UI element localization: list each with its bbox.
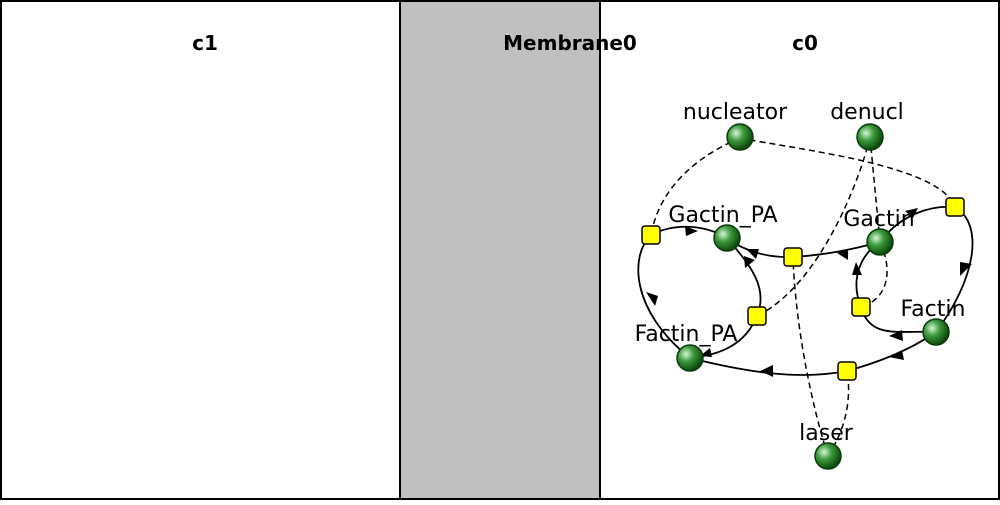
modifier-laser-to-r3: [792, 256, 829, 457]
arrowhead-factin-r6: [889, 350, 904, 360]
arrowhead-r4-gactin: [852, 262, 862, 275]
label-gactin-pa: Gactin_PA: [668, 203, 777, 228]
reaction-node-r2[interactable]: [747, 306, 767, 326]
arrowhead-r6-factin-pa: [760, 365, 773, 377]
species-node-nucleator[interactable]: [726, 123, 754, 151]
compartment-c1: [0, 0, 401, 500]
reaction-node-r4[interactable]: [851, 297, 871, 317]
label-laser: laser: [799, 421, 854, 446]
compartment-membrane: [399, 0, 601, 500]
modifier-nucleator-to-r1: [650, 137, 741, 236]
label-nucleator: nucleator: [683, 100, 788, 125]
reaction-node-r6[interactable]: [837, 361, 857, 381]
species-node-laser[interactable]: [814, 442, 842, 470]
reaction-nodes: [641, 197, 965, 381]
arrowhead-r2-gactin-pa: [744, 256, 755, 268]
modifier-denucl-to-gactin: [869, 136, 881, 243]
arrowhead-r1-gactin-pa: [685, 226, 698, 236]
species-nodes: [676, 123, 950, 470]
label-gactin: Gactin: [843, 207, 914, 232]
reaction-node-r1[interactable]: [641, 225, 661, 245]
label-factin: Factin: [901, 297, 966, 322]
arrowhead-r5-factin: [960, 262, 972, 276]
modifier-denucl-to-r2: [756, 136, 871, 317]
arrowheads: [646, 208, 972, 377]
edge-r6-to-factin-pa: [689, 357, 848, 376]
species-labels: nucleator denucl Gactin_PA Gactin Factin…: [635, 100, 966, 446]
compartment-title-c0: c0: [792, 31, 818, 55]
modifier-nucleator-to-r5: [739, 137, 956, 208]
label-factin-pa: Factin_PA: [635, 322, 738, 347]
arrowhead-r1-factin-pa: [646, 292, 658, 306]
reaction-node-r5[interactable]: [945, 197, 965, 217]
arrowhead-gactin-r5: [905, 208, 918, 218]
species-node-factin[interactable]: [922, 318, 950, 346]
species-node-gactin-pa[interactable]: [713, 224, 741, 252]
arrowhead-r3-gactin-pa: [746, 249, 759, 259]
arrowhead-gactin-r3: [837, 249, 848, 260]
reaction-node-r3[interactable]: [783, 247, 803, 267]
arrowhead-factin-r4: [889, 330, 903, 341]
species-node-factin-pa[interactable]: [676, 344, 704, 372]
label-denucl: denucl: [830, 100, 904, 125]
species-node-denucl[interactable]: [856, 123, 884, 151]
species-node-gactin[interactable]: [866, 228, 894, 256]
compartment-title-membrane: Membrane0: [503, 31, 637, 55]
compartment-title-c1: c1: [192, 31, 218, 55]
